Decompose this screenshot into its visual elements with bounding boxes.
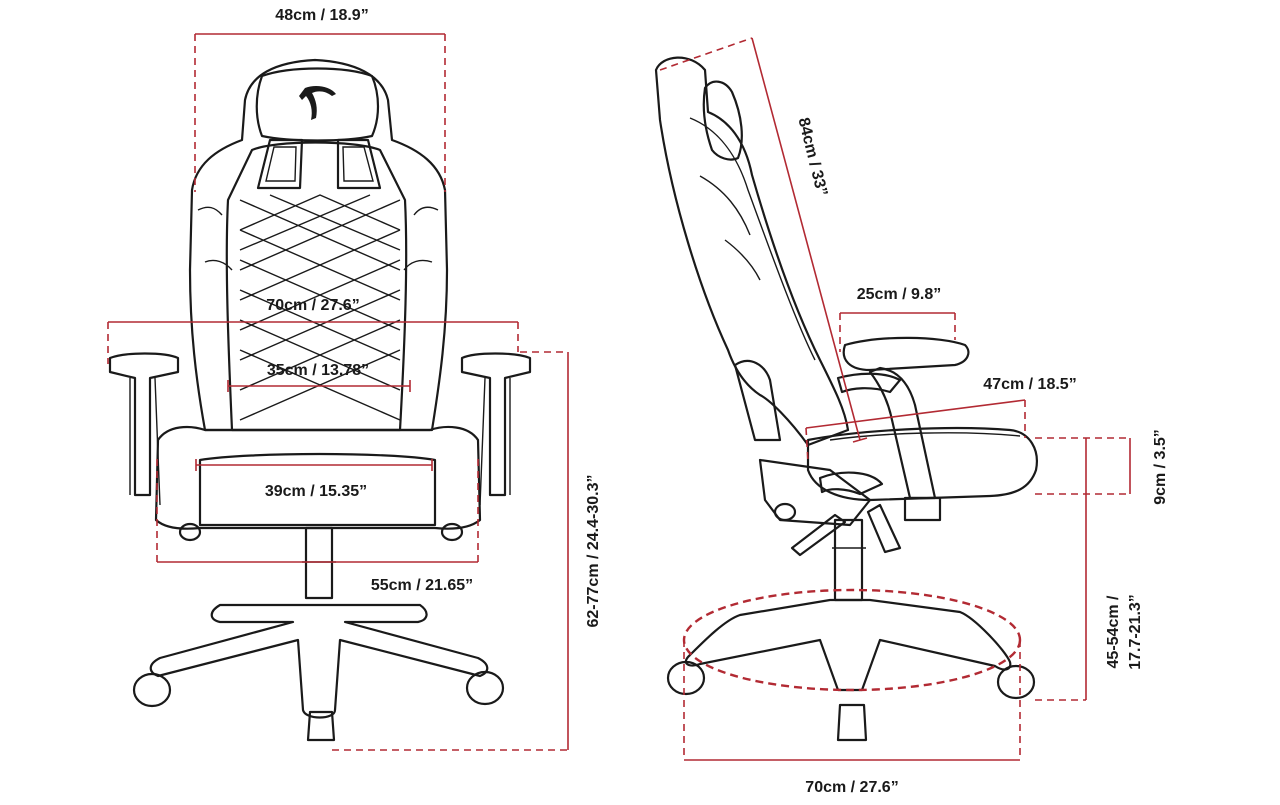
front-harness-hole-left bbox=[256, 138, 304, 190]
side-bolster bbox=[733, 359, 782, 442]
front-right-wing bbox=[403, 206, 439, 271]
side-backrest-inner bbox=[689, 117, 816, 361]
label-seat-width: 39cm / 15.35” bbox=[265, 483, 367, 500]
front-back-shell bbox=[188, 58, 449, 432]
base-footprint-ellipse bbox=[682, 588, 1022, 692]
front-caster-center bbox=[306, 710, 336, 742]
label-backrest-width: 35cm / 13.78” bbox=[267, 362, 369, 379]
front-right-armrest bbox=[460, 352, 532, 497]
side-seat-cushion bbox=[806, 426, 1038, 502]
front-caster-right bbox=[465, 670, 505, 706]
side-view-labels: 84cm / 33” 25cm / 9.8” 47cm / 18.5” 9cm … bbox=[794, 116, 1169, 796]
side-headrest bbox=[702, 80, 743, 161]
front-star-base bbox=[149, 603, 489, 719]
front-left-armrest bbox=[108, 352, 180, 497]
label-backrest-height: 84cm / 33” bbox=[794, 116, 830, 198]
front-view-chair bbox=[108, 58, 532, 742]
side-star-base bbox=[684, 598, 1012, 692]
front-quilt-pattern bbox=[239, 194, 401, 421]
side-mechanism bbox=[758, 458, 872, 527]
side-caster-left bbox=[666, 660, 706, 696]
side-backrest bbox=[654, 56, 850, 447]
side-caster-center bbox=[836, 703, 868, 742]
label-cushion-thickness: 9cm / 3.5” bbox=[1152, 429, 1169, 505]
label-armrest-height: 62-77cm / 24.4-30.3” bbox=[585, 475, 602, 628]
label-seat-height-line2: 17.7-21.3” bbox=[1127, 594, 1144, 670]
side-view-dimensions bbox=[659, 37, 1131, 761]
side-armrest-pad bbox=[842, 336, 970, 372]
front-harness-hole-right bbox=[336, 138, 382, 190]
front-view-labels: 48cm / 18.9” 70cm / 27.6” 35cm / 13.78” … bbox=[265, 7, 602, 628]
label-armrest-span: 70cm / 27.6” bbox=[266, 297, 359, 314]
side-view-chair bbox=[654, 56, 1038, 742]
front-view-dimensions bbox=[107, 33, 569, 751]
label-base-diameter: 70cm / 27.6” bbox=[805, 779, 898, 796]
side-gas-lift bbox=[833, 518, 864, 602]
label-armrest-length: 25cm / 9.8” bbox=[857, 286, 942, 303]
label-headrest-width: 48cm / 18.9” bbox=[275, 7, 368, 24]
front-headrest bbox=[255, 67, 380, 142]
front-seat-top bbox=[198, 452, 437, 527]
front-gas-lift bbox=[304, 526, 334, 600]
label-seat-depth: 47cm / 18.5” bbox=[983, 376, 1076, 393]
brand-logo-icon bbox=[299, 86, 336, 120]
label-seat-span: 55cm / 21.65” bbox=[371, 577, 473, 594]
front-seat-cushion bbox=[154, 425, 482, 530]
side-tilt-lever bbox=[790, 513, 847, 557]
side-caster-right bbox=[996, 664, 1036, 700]
label-seat-height-line1: 45-54cm / bbox=[1105, 595, 1122, 668]
front-caster-left bbox=[132, 672, 172, 708]
front-left-wing bbox=[197, 206, 233, 271]
